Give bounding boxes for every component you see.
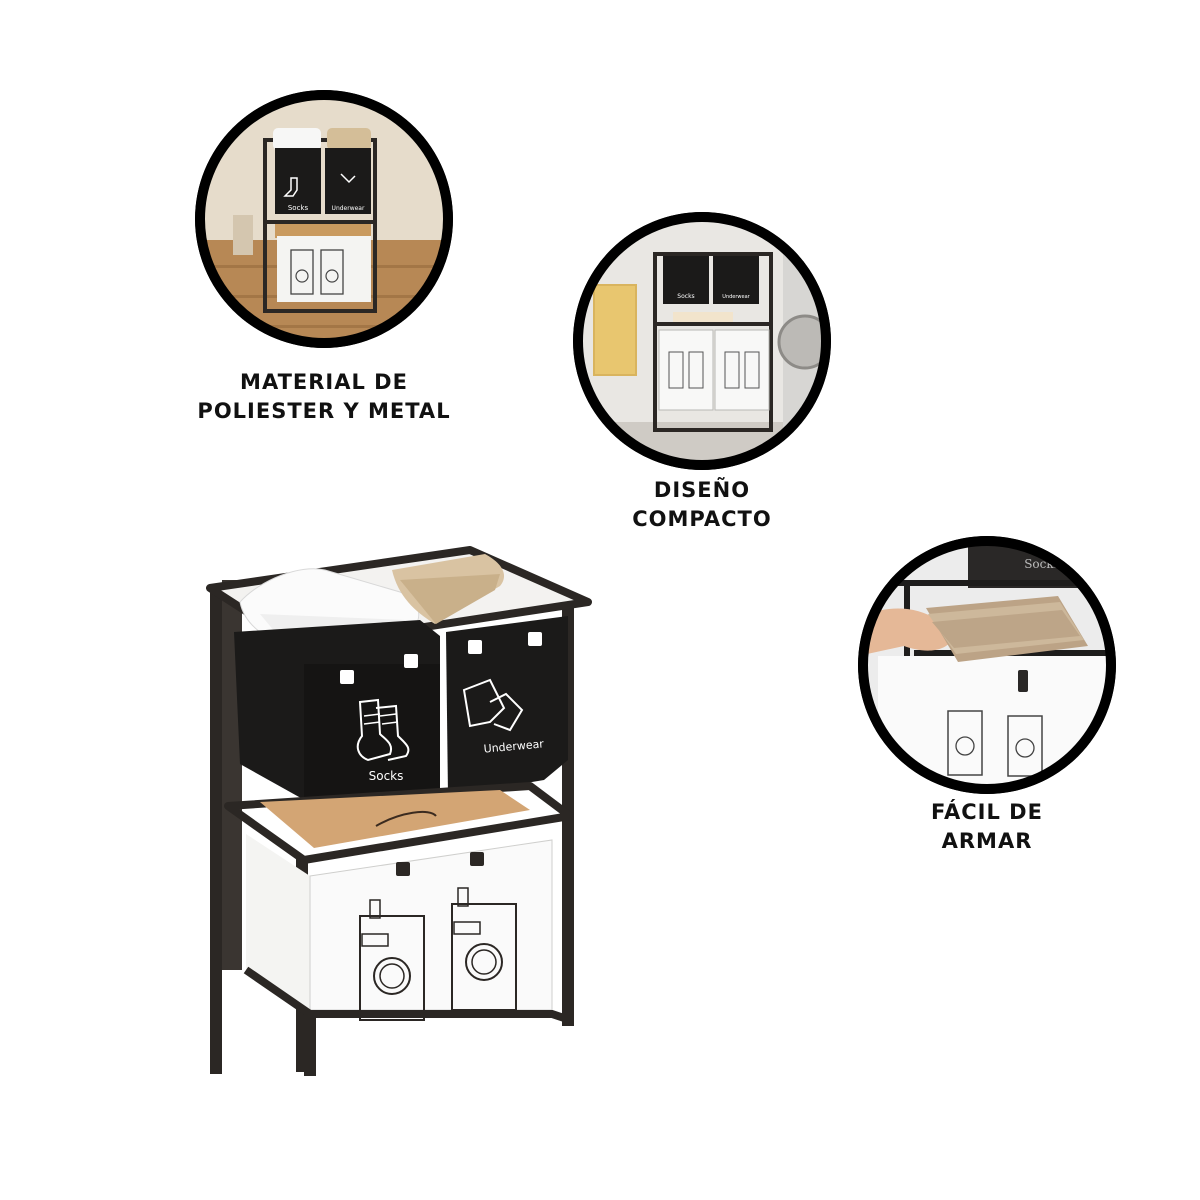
product-bin-label-underwear: Underwear (483, 737, 545, 755)
laundry-organizer-illustration: Socks Underwear (206, 546, 592, 1076)
product-image-laundry-organizer: Socks Underwear (200, 540, 600, 1085)
feature-caption-compact: DISEÑO COMPACTO (573, 476, 831, 534)
material-photo: Socks Underwear (195, 90, 453, 348)
caption-line: POLIESTER Y METAL (197, 399, 451, 423)
feature-caption-assembly: FÁCIL DE ARMAR (858, 798, 1116, 856)
feature-caption-material: MATERIAL DE POLIESTER Y METAL (195, 368, 453, 426)
feature-photo-compact: Socks Underwear (573, 212, 831, 470)
assembly-photo: Socks (858, 536, 1116, 794)
feature-photo-material: Socks Underwear (195, 90, 453, 348)
compact-photo-bin-label: Socks (677, 293, 694, 300)
caption-line: MATERIAL DE (240, 370, 408, 394)
compact-photo-bin-label: Underwear (722, 294, 750, 300)
compact-photo: Socks Underwear (573, 212, 831, 470)
caption-line: FÁCIL DE (931, 800, 1043, 824)
caption-line: ARMAR (941, 829, 1033, 853)
caption-line: DISEÑO (653, 478, 751, 502)
caption-line: COMPACTO (632, 507, 772, 531)
feature-photo-assembly: Socks (858, 536, 1116, 794)
material-photo-bin-label: Socks (288, 204, 309, 212)
product-bin-label-socks: Socks (369, 769, 404, 783)
material-photo-bin-label: Underwear (332, 205, 365, 212)
